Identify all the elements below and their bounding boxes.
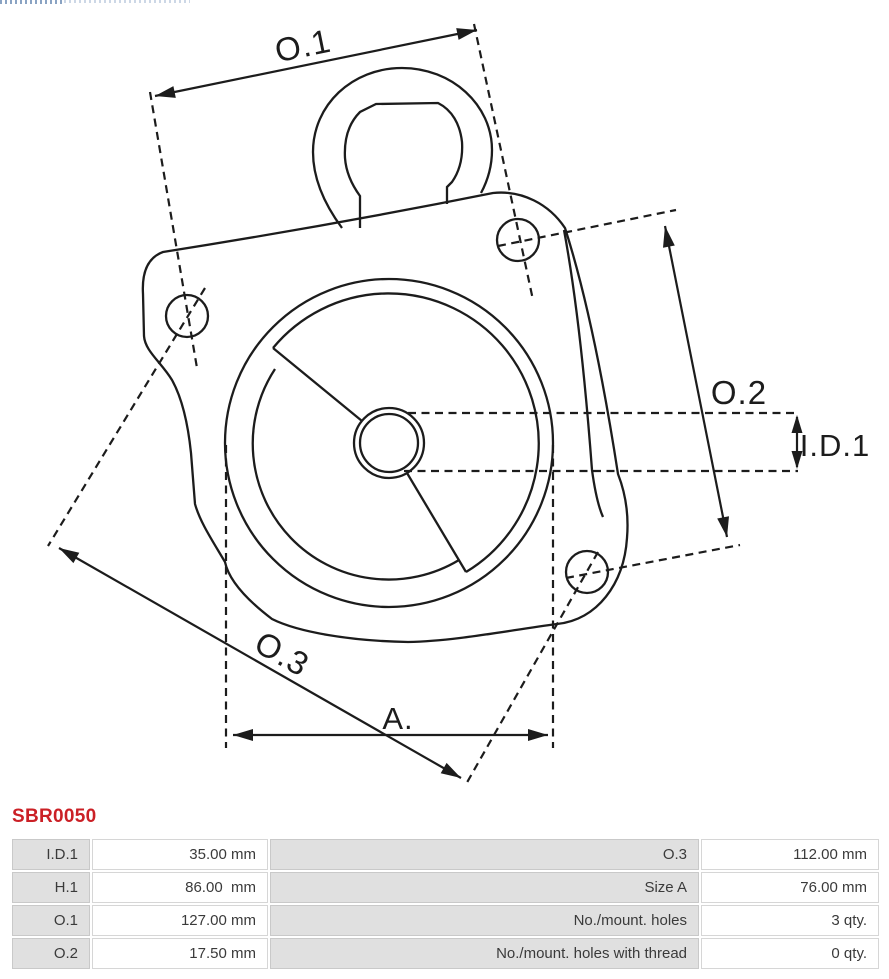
plate-outline — [141, 191, 629, 644]
dim-line-o3 — [58, 547, 462, 779]
technical-drawing: O.1 O.2 O.3 A. I.D.1 — [47, 22, 870, 787]
spec-value: 112.00 mm — [701, 839, 879, 870]
ext-o2-bottom — [565, 543, 741, 580]
rim-arc — [272, 292, 540, 573]
eye-outer — [311, 66, 494, 229]
face-arc — [251, 368, 460, 581]
dim-label-id1: I.D.1 — [800, 428, 870, 463]
sector-line-lower — [406, 472, 467, 573]
spec-label: H.1 — [12, 872, 90, 903]
spec-label: I.D.1 — [12, 839, 90, 870]
shaft-hole-outer — [352, 406, 426, 480]
spec-value: 35.00 mm — [92, 839, 268, 870]
sector-line-upper — [272, 347, 363, 422]
table-row: O.2 17.50 mm No./mount. holes with threa… — [12, 938, 879, 969]
arrowhead — [155, 86, 176, 98]
ext-o2-top — [497, 208, 677, 248]
dim-line-o2 — [663, 225, 729, 538]
table-row: H.1 86.00 mm Size A 76.00 mm — [12, 872, 879, 903]
spec-value: 127.00 mm — [92, 905, 268, 936]
clipped-logo-artifact — [0, 0, 190, 4]
arrowhead — [791, 451, 803, 469]
spec-label: O.3 — [270, 839, 699, 870]
dim-label-o2: O.2 — [711, 374, 767, 411]
table-row: O.1 127.00 mm No./mount. holes 3 qty. — [12, 905, 879, 936]
plate-right-step-line — [562, 229, 605, 518]
mount-hole-bottom-right — [564, 549, 610, 595]
spec-value: 0 qty. — [701, 938, 879, 969]
shaft-hole-inner — [358, 412, 420, 474]
spec-value: 3 qty. — [701, 905, 879, 936]
arrowhead — [528, 729, 548, 741]
arrowhead — [59, 548, 80, 564]
arrowhead — [663, 226, 675, 248]
spec-label: No./mount. holes with thread — [270, 938, 699, 969]
mounting-eye — [311, 66, 494, 229]
center-bore — [223, 277, 555, 609]
arrowhead — [456, 28, 477, 40]
mounting-holes — [164, 217, 610, 595]
ext-o3-upper — [47, 287, 206, 547]
bracket-plate — [141, 191, 629, 644]
spec-table: I.D.1 35.00 mm O.3 112.00 mm H.1 86.00 m… — [10, 837, 881, 971]
dimension-o1: O.1 — [154, 22, 478, 98]
artifact-stripe-dark — [0, 0, 64, 4]
spec-value: 76.00 mm — [701, 872, 879, 903]
mount-hole-left — [164, 293, 210, 339]
dimension-o3: O.3 — [58, 547, 462, 779]
dimension-id1: I.D.1 — [791, 415, 870, 469]
dim-line-o1 — [154, 28, 478, 98]
arrowhead — [233, 729, 253, 741]
ext-o1-right — [472, 23, 535, 301]
dim-label-a: A. — [382, 701, 413, 736]
spec-label: No./mount. holes — [270, 905, 699, 936]
arrowhead — [440, 762, 461, 778]
dimension-a: A. — [233, 701, 548, 741]
spec-value: 17.50 mm — [92, 938, 268, 969]
dim-label-o3: O.3 — [249, 624, 316, 684]
spec-label: Size A — [270, 872, 699, 903]
table-row: I.D.1 35.00 mm O.3 112.00 mm — [12, 839, 879, 870]
spec-label: O.1 — [12, 905, 90, 936]
outer-circle — [223, 277, 555, 609]
eye-inner — [343, 101, 464, 228]
dimension-o2: O.2 — [663, 225, 767, 538]
artifact-stripe-light — [64, 0, 190, 3]
part-number-title: SBR0050 — [12, 806, 97, 827]
arrowhead — [791, 415, 803, 433]
arrowhead — [717, 516, 729, 537]
mount-hole-top-right — [495, 217, 541, 263]
ext-o3-lower — [464, 551, 599, 787]
spec-value: 86.00 mm — [92, 872, 268, 903]
ext-o1-left — [148, 91, 199, 369]
spec-label: O.2 — [12, 938, 90, 969]
extension-lines — [47, 23, 798, 787]
